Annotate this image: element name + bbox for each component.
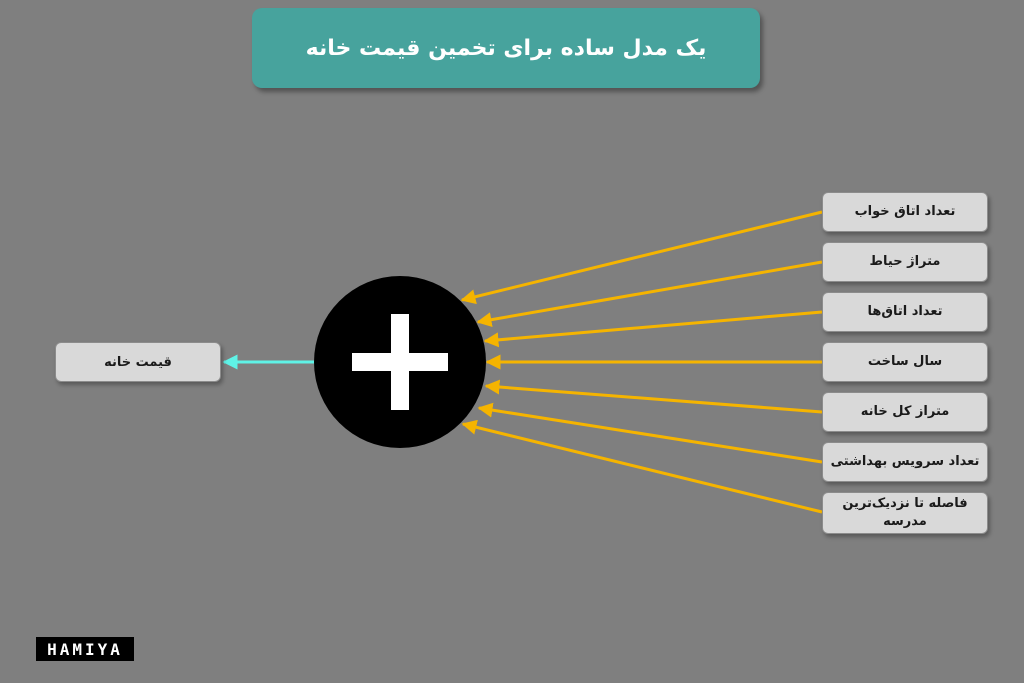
brand-logo: HAMIYA <box>36 637 134 661</box>
input-arrow-3 <box>483 310 823 348</box>
input-arrow-6 <box>477 402 823 464</box>
input-total-area: متراز کل خانه <box>822 392 988 432</box>
input-rooms: تعداد اتاق‌ها <box>822 292 988 332</box>
input-year-built: سال ساخت <box>822 342 988 382</box>
input-yard-area: متراژ حیاط <box>822 242 988 282</box>
input-arrow-2 <box>476 260 823 328</box>
input-bathrooms: تعداد سرویس بهداشتی <box>822 442 988 482</box>
input-bedrooms: تعداد اتاق خواب <box>822 192 988 232</box>
output-house-price: قیمت خانه <box>55 342 221 382</box>
input-arrow-7 <box>461 419 823 514</box>
diagram-title: یک مدل ساده برای تخمین قیمت خانه <box>252 8 760 88</box>
input-arrow-5 <box>484 379 823 414</box>
input-school-distance: فاصله تا نزدیک‌ترین مدرسه <box>822 492 988 534</box>
input-arrow-1 <box>460 210 823 305</box>
plus-icon-vertical <box>391 314 409 410</box>
